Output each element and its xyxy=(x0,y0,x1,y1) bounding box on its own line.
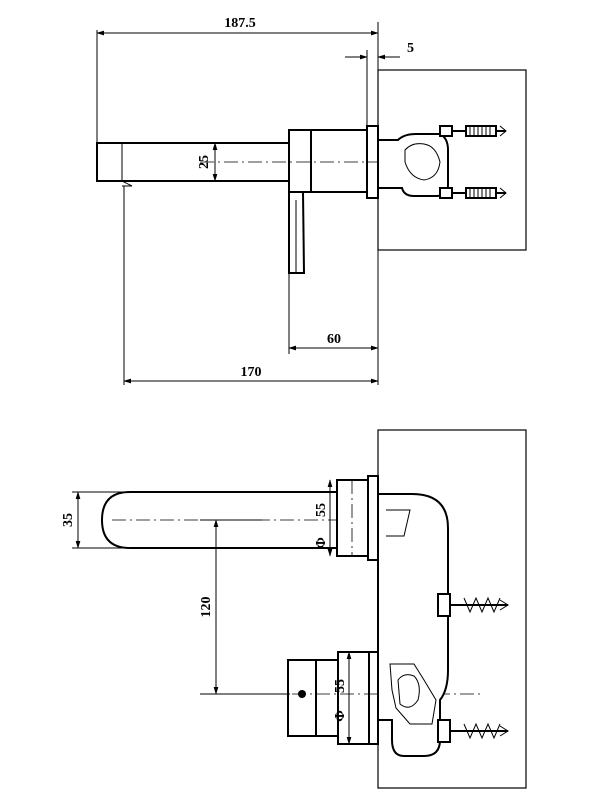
dim-plate-thickness: 5 xyxy=(407,41,414,56)
plan-view: 35 Φ 55 Φ 55 120 xyxy=(61,429,527,789)
dim-overall-depth: 187.5 xyxy=(224,16,256,31)
side-view: 187.5 5 25 60 170 xyxy=(96,16,527,385)
spout-rosette xyxy=(336,479,369,557)
concealed-valve-top xyxy=(377,133,449,197)
dim-spout-rosette-phi: Φ xyxy=(314,537,329,549)
wall-anchor-screw xyxy=(450,596,509,614)
wall-anchor-screw xyxy=(450,722,509,740)
wall-anchor-screw xyxy=(452,125,507,137)
dim-handle-rosette: 55 xyxy=(333,679,348,693)
concealed-valve-body xyxy=(377,493,449,757)
dim-lever-offset: 60 xyxy=(327,332,341,347)
handle-rosette xyxy=(337,651,370,745)
dim-spout-height: 25 xyxy=(197,155,212,169)
dim-spout-rosette: 55 xyxy=(314,503,329,517)
wall-anchor-screw xyxy=(452,187,507,199)
dim-spacing: 120 xyxy=(199,597,214,618)
dim-spout-height-front: 35 xyxy=(61,513,76,527)
valve-body-side xyxy=(288,129,312,193)
dim-handle-rosette-phi: Φ xyxy=(333,710,348,722)
dim-spout-projection: 170 xyxy=(241,365,262,380)
